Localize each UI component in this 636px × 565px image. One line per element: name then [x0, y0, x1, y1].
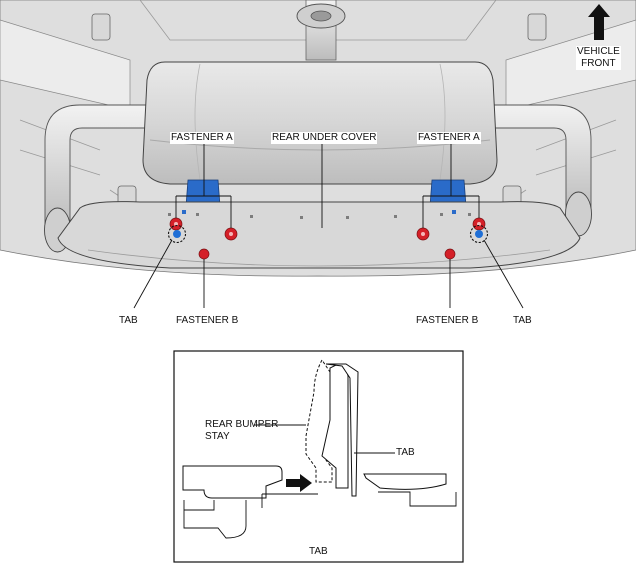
rear-under-cover — [57, 201, 581, 269]
insertion-arrow-icon — [286, 474, 312, 492]
fastener-b-left-label: FASTENER B — [176, 315, 239, 326]
fastener-a-left-label: FASTENER A — [170, 132, 234, 144]
tab-right-label: TAB — [513, 315, 532, 326]
vehicle-front-label: VEHICLE FRONT — [576, 46, 621, 70]
tab-left-label: TAB — [119, 315, 138, 326]
fastener-a-left-outer — [169, 217, 183, 231]
tab-left-marker — [167, 224, 187, 244]
fastener-b-right-label: FASTENER B — [416, 315, 479, 326]
fastener-a-right-inner — [416, 227, 430, 241]
fastener-b-right — [444, 248, 456, 260]
fastener-a-right-outer — [472, 217, 486, 231]
tab-right-marker — [469, 224, 489, 244]
tab-detail-inset — [173, 350, 464, 563]
exhaust-center-pipe — [296, 0, 346, 61]
detail-tab-label: TAB — [396, 447, 415, 458]
fastener-a-right-label: FASTENER A — [417, 132, 481, 144]
leader-lines — [133, 143, 524, 309]
fastener-b-left — [198, 248, 210, 260]
detail-caption: TAB — [309, 546, 328, 557]
rear-under-cover-label: REAR UNDER COVER — [271, 132, 378, 144]
vehicle-front-arrow-icon — [588, 4, 610, 40]
rear-bumper-stay-label: REAR BUMPER STAY — [205, 419, 279, 442]
fastener-a-left-inner — [224, 227, 238, 241]
muffler — [142, 61, 498, 185]
